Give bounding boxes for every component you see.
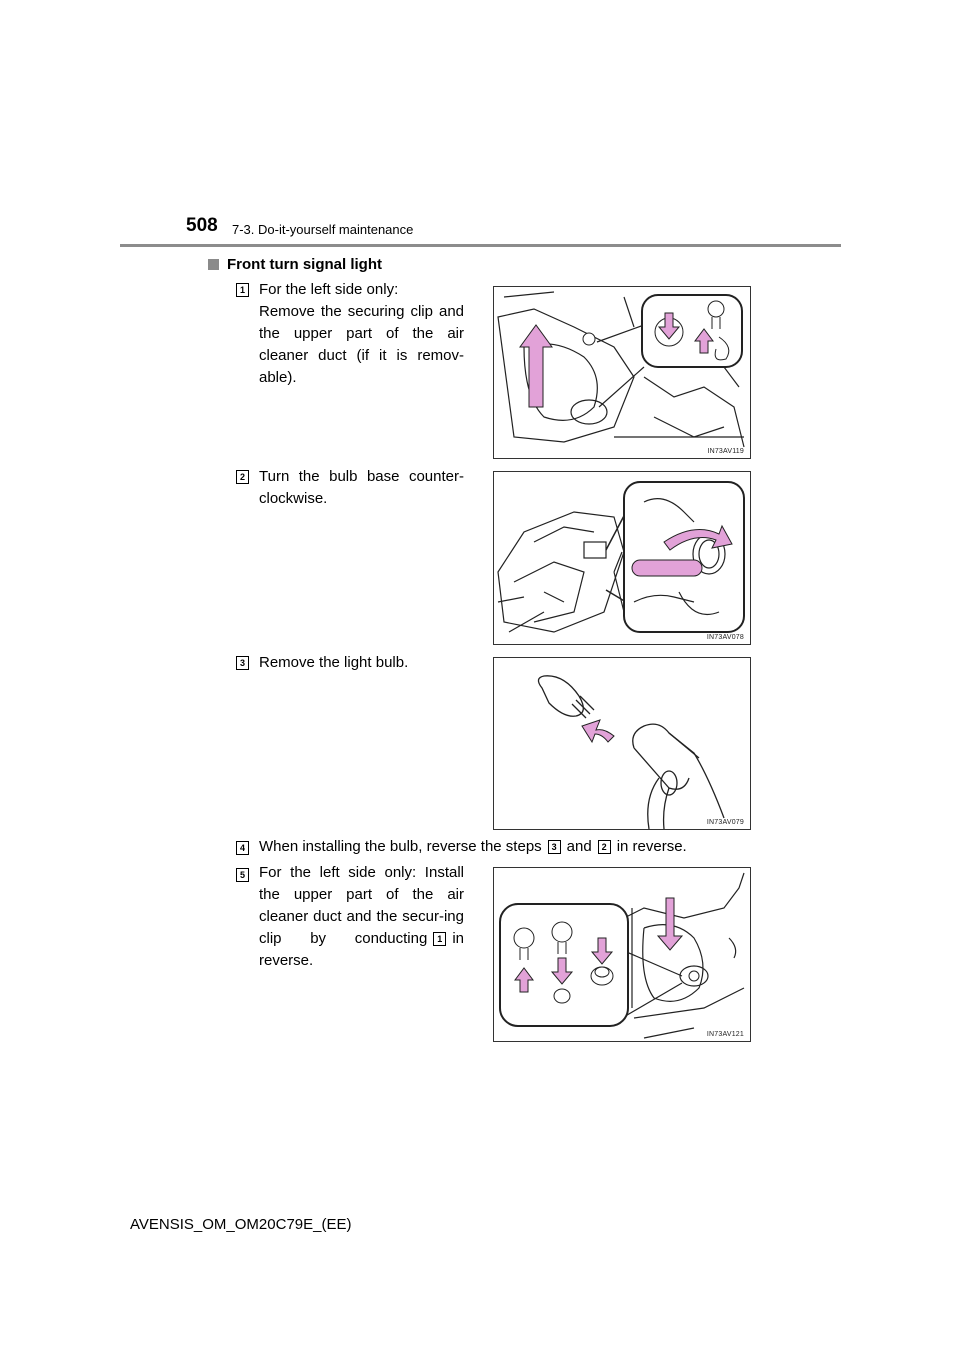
figure-turn-bulb-base: IN73AV078 <box>493 471 751 645</box>
step-ref-2: 2 <box>597 840 611 854</box>
step-1-body: Remove the securing clip and the upper p… <box>259 303 464 386</box>
step-number-4: 4 <box>236 841 249 855</box>
figure-code: IN73AV078 <box>706 634 744 641</box>
header-divider <box>120 244 841 247</box>
figure-install-clip: IN73AV121 <box>493 867 751 1042</box>
step-number-3: 3 <box>236 656 249 670</box>
heading-text: Front turn signal light <box>227 256 382 273</box>
step-1-line1: For the left side only: <box>259 281 399 298</box>
figure-remove-bulb: IN73AV079 <box>493 657 751 830</box>
square-bullet-icon <box>208 259 219 270</box>
step-4-text-after: in reverse. <box>616 838 687 855</box>
step-4-text-before: When installing the bulb, reverse the st… <box>259 838 542 855</box>
step-2-text: Turn the bulb base counter-clockwise. <box>259 468 464 507</box>
page-number: 508 <box>186 215 218 236</box>
step-number-5: 5 <box>236 868 249 882</box>
step-5-text: For the left side only: Install the uppe… <box>259 862 464 972</box>
step-4-text: When installing the bulb, reverse the st… <box>259 836 759 858</box>
step-1-text: For the left side only: Remove the secur… <box>259 279 464 389</box>
step-ref-3: 3 <box>547 840 561 854</box>
figure-code: IN73AV121 <box>706 1031 744 1038</box>
step-number-2: 2 <box>236 470 249 484</box>
bulb-illustration <box>537 675 725 829</box>
step-ref-1: 1 <box>433 932 447 946</box>
figure-code: IN73AV079 <box>706 819 744 826</box>
bulb-base-illustration <box>497 481 745 633</box>
step-number-1: 1 <box>236 283 249 297</box>
figure-remove-clip: IN73AV119 <box>493 286 751 459</box>
step-4-text-mid: and <box>566 838 592 855</box>
step-5-text-before: For the left side only: Install the uppe… <box>259 864 464 947</box>
figure-code: IN73AV119 <box>707 448 744 455</box>
duct-illustration <box>497 291 745 448</box>
section-title: 7-3. Do-it-yourself maintenance <box>232 222 414 237</box>
step-5-text-after: in reverse. <box>259 930 464 969</box>
section-heading: Front turn signal light <box>208 256 382 273</box>
step-3-text: Remove the light bulb. <box>259 654 409 671</box>
install-illustration <box>499 872 745 1039</box>
footer-doc-id: AVENSIS_OM_OM20C79E_(EE) <box>130 1216 352 1233</box>
